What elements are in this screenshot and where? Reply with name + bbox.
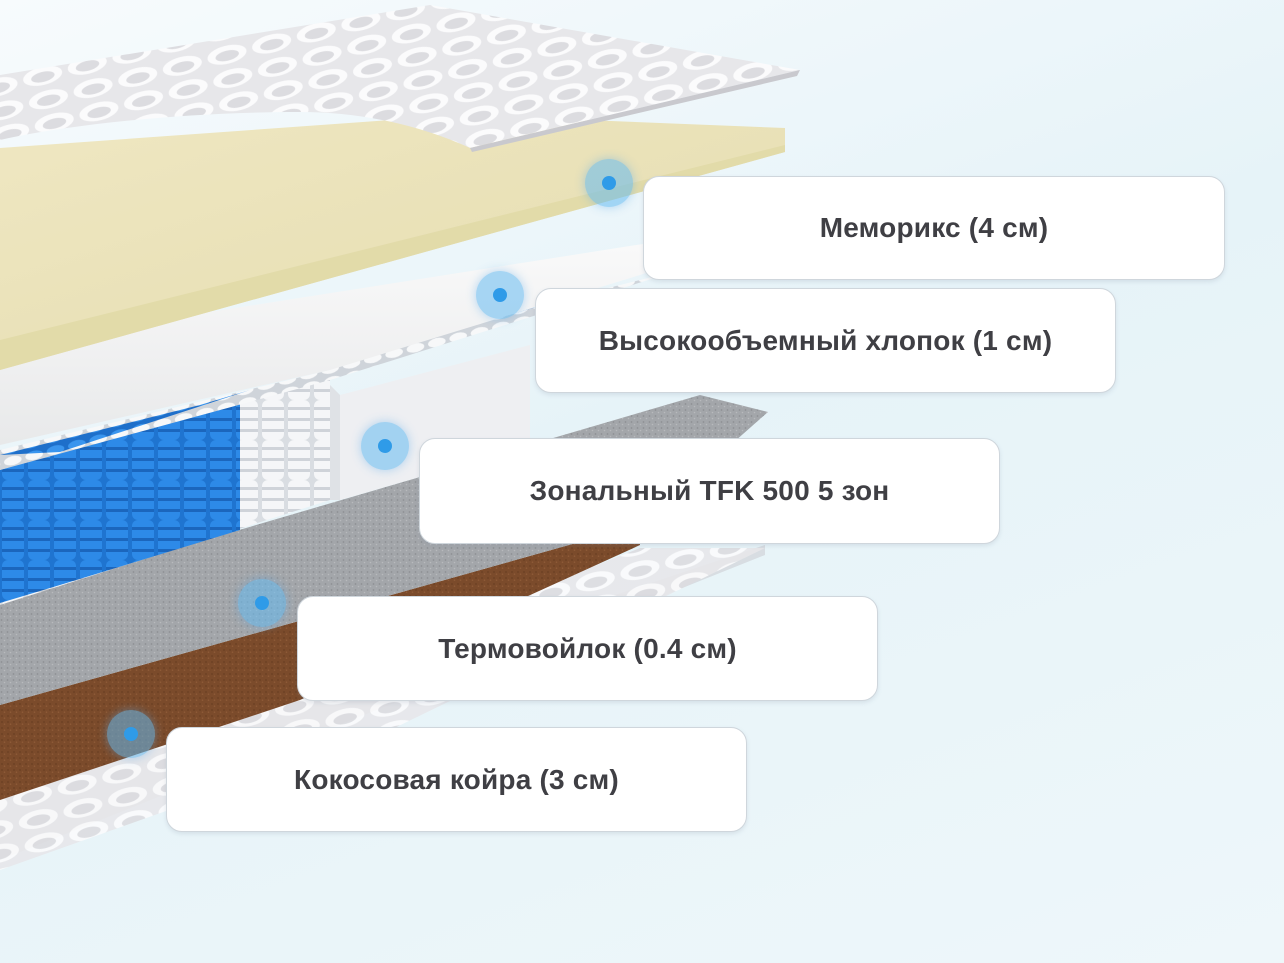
layer-marker-felt[interactable]: [238, 579, 286, 627]
layer-marker-springs[interactable]: [361, 422, 409, 470]
layer-marker-memorix[interactable]: [585, 159, 633, 207]
layer-marker-coir[interactable]: [107, 710, 155, 758]
layer-marker-cotton[interactable]: [476, 271, 524, 319]
spring-zone-blue-1: [0, 452, 60, 603]
edge-foam-side: [330, 385, 340, 500]
layer-label-felt: Термовойлок (0.4 см): [297, 596, 878, 701]
layer-label-memorix: Меморикс (4 см): [643, 176, 1225, 280]
layer-label-springs: Зональный TFK 500 5 зон: [419, 438, 1000, 544]
layer-label-coir: Кокосовая койра (3 см): [166, 727, 747, 832]
layer-label-cotton: Высокообъемный хлопок (1 см): [535, 288, 1116, 393]
